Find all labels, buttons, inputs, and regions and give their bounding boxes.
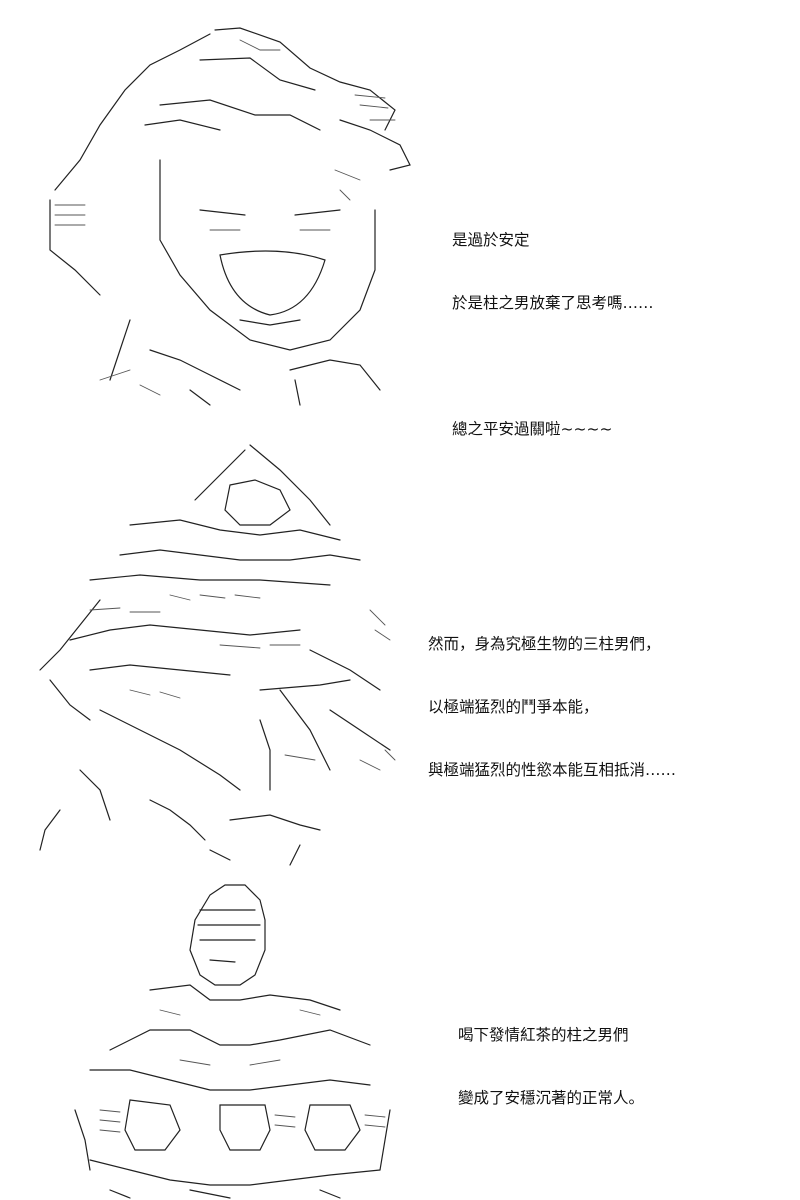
panel-3: 喝下發情紅茶的柱之男們 變成了安穩沉著的正常人。: [0, 880, 800, 1200]
panel-3-caption: 喝下發情紅茶的柱之男們 變成了安穩沉著的正常人。: [458, 983, 644, 1151]
caption-line: 喝下發情紅茶的柱之男們: [458, 1026, 629, 1044]
caption-line: 變成了安穩沉著的正常人。: [458, 1089, 645, 1107]
caption-line: 於是柱之男放棄了思考嗎……: [452, 294, 654, 312]
caption-line: 總之平安過關啦~~~~: [452, 420, 613, 438]
caption-line: 以極端猛烈的鬥爭本能，: [428, 698, 599, 716]
ascii-art-three-pillar-men: [30, 430, 420, 870]
ascii-art-smiling-man: [40, 20, 440, 410]
caption-blank-line: [452, 356, 654, 377]
panel-1-caption: 是過於安定 於是柱之男放棄了思考嗎…… 總之平安過關啦~~~~: [452, 188, 654, 482]
panel-1: 是過於安定 於是柱之男放棄了思考嗎…… 總之平安過關啦~~~~: [0, 0, 800, 438]
ascii-art-calm-men: [70, 880, 400, 1200]
panel-2-caption: 然而，身為究極生物的三柱男們， 以極端猛烈的鬥爭本能， 與極端猛烈的性慾本能互相…: [428, 592, 676, 823]
panel-2: 然而，身為究極生物的三柱男們， 以極端猛烈的鬥爭本能， 與極端猛烈的性慾本能互相…: [0, 420, 800, 880]
caption-line: 與極端猛烈的性慾本能互相抵消……: [428, 761, 677, 779]
caption-line: 然而，身為究極生物的三柱男們，: [428, 635, 661, 653]
caption-line: 是過於安定: [452, 231, 530, 249]
